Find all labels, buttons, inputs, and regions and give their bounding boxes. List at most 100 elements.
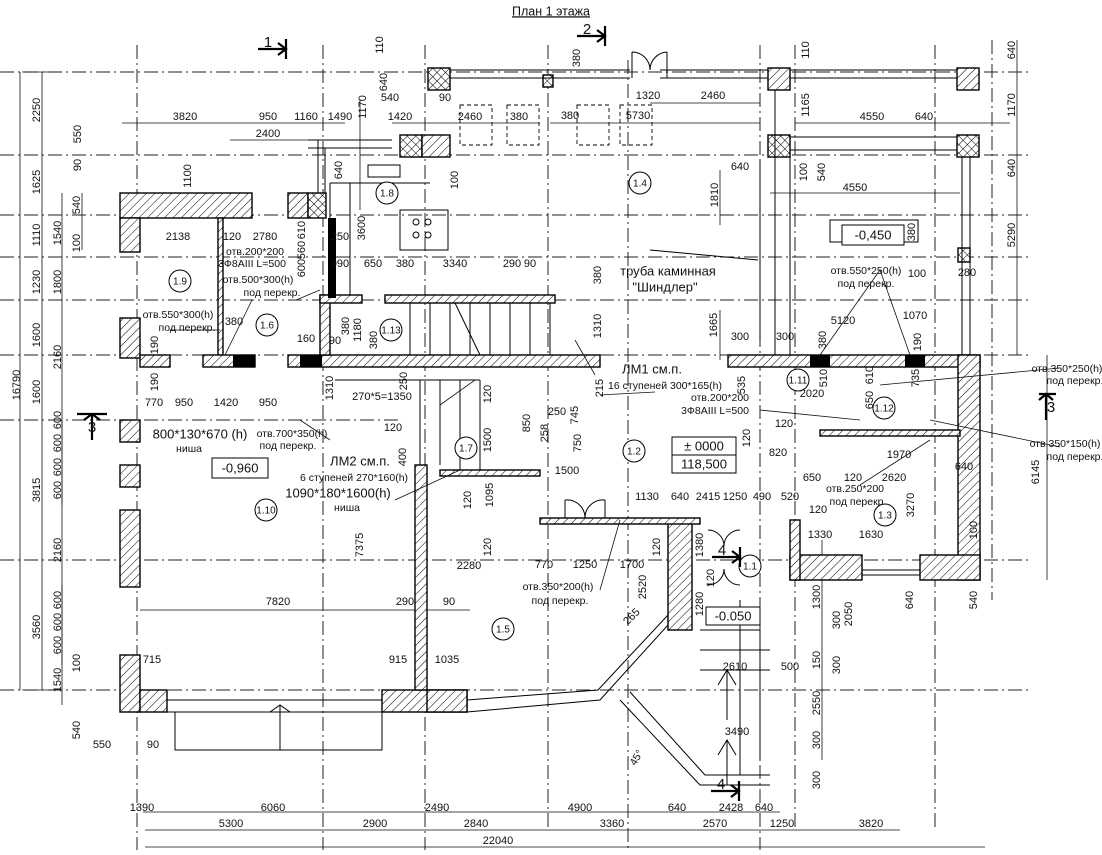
- annotation-text: "Шиндлер": [632, 279, 698, 294]
- dimension-label: 550: [93, 739, 111, 751]
- dimension-label: 120: [809, 504, 827, 516]
- dimension-label: 600: [296, 259, 308, 277]
- dimension-label: 250: [331, 231, 349, 243]
- dimension-label: 1600: [31, 380, 43, 404]
- elevation-box: [705, 606, 761, 626]
- dimension-label: 280: [958, 267, 976, 279]
- dimension-label: 190: [912, 333, 924, 351]
- room-marker: [454, 436, 478, 460]
- dimension-label: 1250: [770, 818, 794, 830]
- dimension-label: 90: [147, 739, 159, 751]
- dimension-label: 120: [775, 418, 793, 430]
- dimension-lines: [19, 40, 1048, 848]
- room-number: 1.12: [874, 404, 894, 415]
- annotation-text: под перекр.: [1047, 451, 1102, 463]
- dimension-label: 3360: [600, 818, 624, 830]
- dimension-label: 820: [769, 447, 787, 459]
- dimension-label: 1600: [31, 323, 43, 347]
- dimension-label: 1130: [635, 491, 659, 503]
- dimension-label: 5300: [219, 818, 243, 830]
- annotation-text: ЛМ1 см.п.: [622, 361, 682, 376]
- dimension-label: 2900: [363, 818, 387, 830]
- dimension-label: 1700: [620, 559, 644, 571]
- annotation-text: под перекр.: [838, 278, 895, 290]
- annotation-text: ниша: [176, 443, 202, 455]
- dimension-label: 90: [439, 92, 451, 104]
- dimension-label: 735: [910, 369, 922, 387]
- dimension-label: 2490: [425, 802, 449, 814]
- elevation-mark: 118,500: [681, 456, 727, 471]
- room-marker: [873, 503, 897, 527]
- dimension-label: 90: [72, 159, 84, 171]
- room-marker: [628, 171, 652, 195]
- dimension-label: 2250: [31, 98, 43, 122]
- section-mark: 2: [583, 21, 591, 38]
- dimension-label: 7820: [266, 596, 290, 608]
- plan-details: [167, 51, 971, 786]
- room-marker: [255, 313, 279, 337]
- dimension-label: 2570: [703, 818, 727, 830]
- dimension-label: 3820: [173, 111, 197, 123]
- dimension-label: 640: [731, 161, 749, 173]
- dimension-label: 120: [462, 491, 474, 509]
- dimension-label: 1800: [52, 270, 64, 294]
- annotation-text: ниша: [334, 502, 360, 514]
- dimension-label: 650: [803, 472, 821, 484]
- dimension-label: 640: [671, 491, 689, 503]
- dimension-label: 1625: [31, 170, 43, 194]
- dimension-label: 610: [296, 221, 308, 239]
- dimension-label: 90: [329, 335, 341, 347]
- section-arrow-icon: [577, 26, 607, 46]
- dimension-label: 380: [225, 316, 243, 328]
- dimension-label: 3815: [31, 478, 43, 502]
- dimension-label: 5290: [1006, 223, 1018, 247]
- dimension-label: 1160: [294, 111, 318, 123]
- dimension-label: 90: [524, 258, 536, 270]
- dimension-label: 3490: [725, 726, 749, 738]
- dimension-label: 2160: [52, 345, 64, 369]
- dimension-label: 120: [223, 231, 241, 243]
- annotation-text: 1090*180*1600(h): [285, 485, 391, 500]
- dimension-label: 640: [668, 802, 686, 814]
- dimension-label: 22040: [483, 835, 514, 847]
- dimension-label: 2138: [166, 231, 190, 243]
- dimension-label: 3270: [905, 493, 917, 517]
- annotation-text: 800*130*670 (h): [153, 426, 248, 441]
- room-marker: [872, 396, 896, 420]
- dimension-label: 1390: [130, 802, 154, 814]
- dimension-label: 6060: [261, 802, 285, 814]
- dimension-label: 100: [449, 171, 461, 189]
- dimension-label: 150: [811, 651, 823, 669]
- dimension-label: 300: [831, 656, 843, 674]
- dimension-label: 250: [548, 406, 566, 418]
- annotation-text: отв.500*300(h): [223, 274, 294, 286]
- dimension-label: 1100: [182, 164, 194, 188]
- dimension-label: 600: [52, 636, 64, 654]
- annotation-text: труба каминная: [620, 263, 716, 278]
- annotation-text: отв.350*200(h): [523, 581, 594, 593]
- dimension-label: 2160: [52, 538, 64, 562]
- room-number: 1.5: [496, 625, 510, 636]
- dimension-label: 950: [259, 397, 277, 409]
- dimension-label: 120: [705, 569, 717, 587]
- elevation-box: [211, 457, 269, 479]
- dimension-label: 3340: [443, 258, 467, 270]
- dimension-label: 600: [52, 434, 64, 452]
- dimension-label: 1630: [859, 529, 883, 541]
- dimension-label: 100: [798, 163, 810, 181]
- annotation-text: под перекр.: [1047, 375, 1102, 387]
- dimension-label: 1310: [324, 376, 336, 400]
- dimension-label: 4900: [568, 802, 592, 814]
- annotation-text: отв.550*250(h): [831, 265, 902, 277]
- dimension-label: 640: [955, 461, 973, 473]
- dimension-label: 2460: [458, 111, 482, 123]
- dimension-label: 290: [503, 258, 521, 270]
- dimension-label: 1110: [31, 224, 43, 247]
- dimension-label: 950: [175, 397, 193, 409]
- dimension-label: 120: [651, 538, 663, 556]
- room-number: 1.4: [633, 179, 647, 190]
- room-marker: [786, 368, 810, 392]
- elevation-mark: -0.050: [715, 608, 752, 623]
- section-arrow-icon: [712, 547, 742, 567]
- dimension-label: 300: [776, 331, 794, 343]
